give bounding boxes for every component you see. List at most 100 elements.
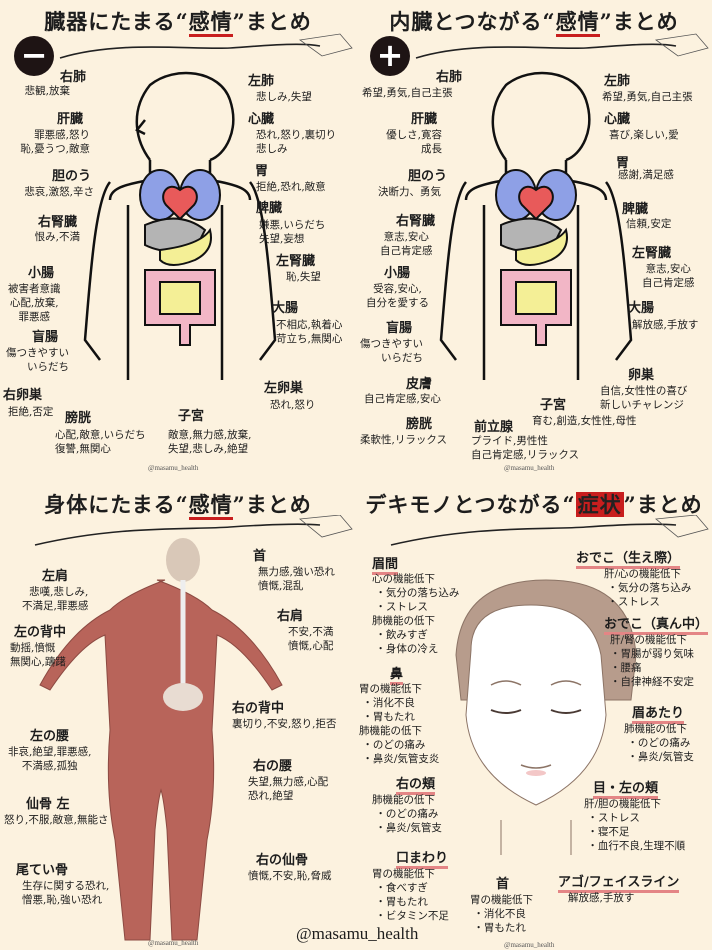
panel-title: 身体にたまる“感情”まとめ [0,489,356,520]
body-part-label: 仙骨 左 [26,797,70,812]
face-area-symptoms: 胃の機能低下 ・消化不良 ・胃もたれ [470,894,533,934]
pen-stroke-decoration [59,33,353,59]
face-area-symptoms: 胃の機能低下 ・食べすぎ ・胃もたれ ・ビタミン不足 [372,868,449,922]
organ-emotions: 希望,勇気,自己主張 [362,87,453,99]
body-part-emotions: 裏切り,不安,怒り,拒否 [232,718,337,730]
face-area-label: おでこ（生え際） [576,551,681,569]
organ-emotions: プライド,男性性 自己肯定感,リラックス [471,435,580,461]
face-area-label: アゴ/フェイスライン [558,875,680,893]
organ-emotions: 悲しみ,失望 [256,91,312,103]
face-area-symptoms: 肝/胆の機能低下 ・ストレス ・寝不足 ・血行不良,生理不順 [584,798,686,852]
organ-label: 心臓 [604,112,631,127]
face-area-symptoms: 心の機能低下 ・気分の落ち込み ・ストレス 肺機能の低下 ・飲みすぎ ・身体の冷… [372,573,460,655]
face-area-label: 眉あたり [632,706,685,724]
organ-emotions: 意志,安心 自己肯定感 [642,263,695,289]
organ-label: 皮膚 [406,377,433,392]
body-part-emotions: 無力感,強い恐れ 憤慨,混乱 [258,566,335,592]
organ-label: 大腸 [628,301,655,316]
face-area-label: 眉間 [372,557,399,575]
organ-emotions: 柔軟性,リラックス [360,434,448,446]
organ-label: 大腸 [272,301,299,316]
face-illustration [455,579,637,855]
plus-badge-icon: + [370,36,410,76]
organ-emotions: 恥,失望 [286,271,321,283]
muscle-anatomy-back-illustration [39,538,283,941]
organ-label: 右腎臓 [38,215,78,230]
panel-title: デキモノとつながる“症状”まとめ [365,492,703,517]
body-part-emotions: 失望,無力感,心配 恐れ,絶望 [248,776,329,802]
organ-emotions: 喜び,楽しい,愛 [609,129,679,141]
organ-label: 肝臓 [57,112,84,127]
organ-label: 卵巣 [628,368,655,383]
organ-label: 膀胱 [65,411,92,426]
organ-emotions: 恐れ,怒り [270,399,316,411]
organ-label: 胆のう [52,169,92,184]
body-part-emotions: 憤慨,不安,恥,脅威 [248,870,332,882]
body-part-emotions: 悲嘆,悲しみ, 不満足,罪悪感 [22,586,89,612]
body-part-label: 右肩 [277,609,304,624]
face-area-label: 目・左の頬 [593,781,659,799]
body-part-label: 首 [253,549,267,564]
body-part-emotions: 動揺,憤慨 無関心,躊躇 [10,642,66,668]
panel-face: デキモノとつながる“症状”まとめ 眉間 心の機能低下 ・気分の落ち込み ・ストレ… [356,475,712,950]
organ-emotions: 意志,安心 自己肯定感 [380,231,433,257]
face-area-symptoms: 肺機能の低下 ・のどの痛み ・鼻炎/気管支 [372,794,442,834]
organ-emotions: 嫌悪,いらだち 失望,妄想 [259,219,326,245]
organ-label: 小腸 [384,266,411,281]
organ-label: 小腸 [28,266,55,281]
organ-label: 盲腸 [386,321,413,336]
organ-label: 肝臓 [411,112,438,127]
panel-organs-negative: 臓器にたまる“感情”まとめ − 右肺 悲観,放棄 肝臓 罪悪感,怒り 恥,憂うつ… [0,0,356,475]
organ-emotions: 罪悪感,怒り 恥,憂うつ,敵意 [20,129,90,155]
organ-emotions: 恨み,不満 [34,231,80,243]
organ-label: 心臓 [248,112,275,127]
organ-emotions: 被害者意識 心配,放棄, 罪悪感 [8,283,61,323]
organ-label: 左卵巣 [264,381,304,396]
organ-label: 脾臓 [622,202,649,217]
organ-label: 胃 [255,164,269,179]
organ-emotions: 不相応,執着心 苛立ち,無関心 [276,319,343,345]
organ-label: 子宮 [540,398,567,413]
organ-label: 膀胱 [406,417,433,432]
panel-title: 内臓とつながる“感情”まとめ [356,6,712,37]
organ-emotions: 傷つきやすい いらだち [360,338,423,364]
organ-emotions: 優しさ,寛容 成長 [386,129,442,155]
panel-body: 身体にたまる“感情”まとめ 左肩 悲嘆,悲しみ, 不満足,罪悪感 左の背中 動揺… [0,475,356,950]
organ-label: 盲腸 [32,330,59,345]
organ-label: 右肺 [60,70,87,85]
organ-emotions: 悲観,放棄 [24,85,70,97]
watermark: @masamu_health [148,464,199,472]
organ-label: 左腎臓 [276,254,316,269]
organ-label: 左肺 [248,74,275,89]
organ-emotions: 傷つきやすい いらだち [6,347,69,373]
organ-label: 前立腺 [474,420,514,435]
face-area-label: 鼻 [390,667,404,685]
organ-body-illustration [83,71,277,380]
body-part-emotions: 非哀,絶望,罪悪感, 不満感,孤独 [8,746,92,772]
minus-badge-icon: − [14,36,54,76]
pen-stroke-decoration [415,33,709,59]
organ-label: 脾臓 [256,201,283,216]
face-area-symptoms: 胃の機能低下 ・消化不良 ・胃もたれ 肺機能の低下 ・のどの痛み ・鼻炎/気管支… [359,683,440,765]
face-area-label: 右の頬 [396,777,436,795]
face-area-symptoms: 肺機能の低下 ・のどの痛み ・鼻炎/気管支 [624,723,694,763]
organ-emotions: 敵意,無力感,放棄, 失望,悲しみ,絶望 [168,429,252,455]
organ-emotions: 拒絶,恐れ,敵意 [256,181,326,193]
organ-emotions: 解放感,手放す [632,319,699,331]
organ-label: 右腎臓 [396,214,436,229]
organ-emotions: 自信,女性性の喜び 新しいチャレンジ [600,385,688,411]
face-area-label: おでこ（真ん中） [604,617,709,635]
body-part-label: 左肩 [42,569,69,584]
organ-label: 左肺 [604,74,631,89]
body-part-emotions: 生存に関する恐れ, 憎悪,恥,強い恐れ [22,880,110,906]
organ-label: 胆のう [408,169,448,184]
body-part-label: 右の仙骨 [256,853,309,868]
organ-emotions: 受容,安心, 自分を愛する [366,283,429,309]
organ-emotions: 恐れ,怒り,裏切り 悲しみ [256,129,337,155]
body-part-emotions: 不安,不満 憤慨,心配 [288,626,334,652]
body-part-label: 右の腰 [253,759,293,774]
footer-handle: @masamu_health [296,924,419,943]
organ-emotions: 自己肯定感,安心 [364,393,441,405]
face-area-symptoms: 肝/心の機能低下 ・気分の落ち込み ・ストレス [604,568,692,608]
organ-label: 子宮 [178,409,205,424]
